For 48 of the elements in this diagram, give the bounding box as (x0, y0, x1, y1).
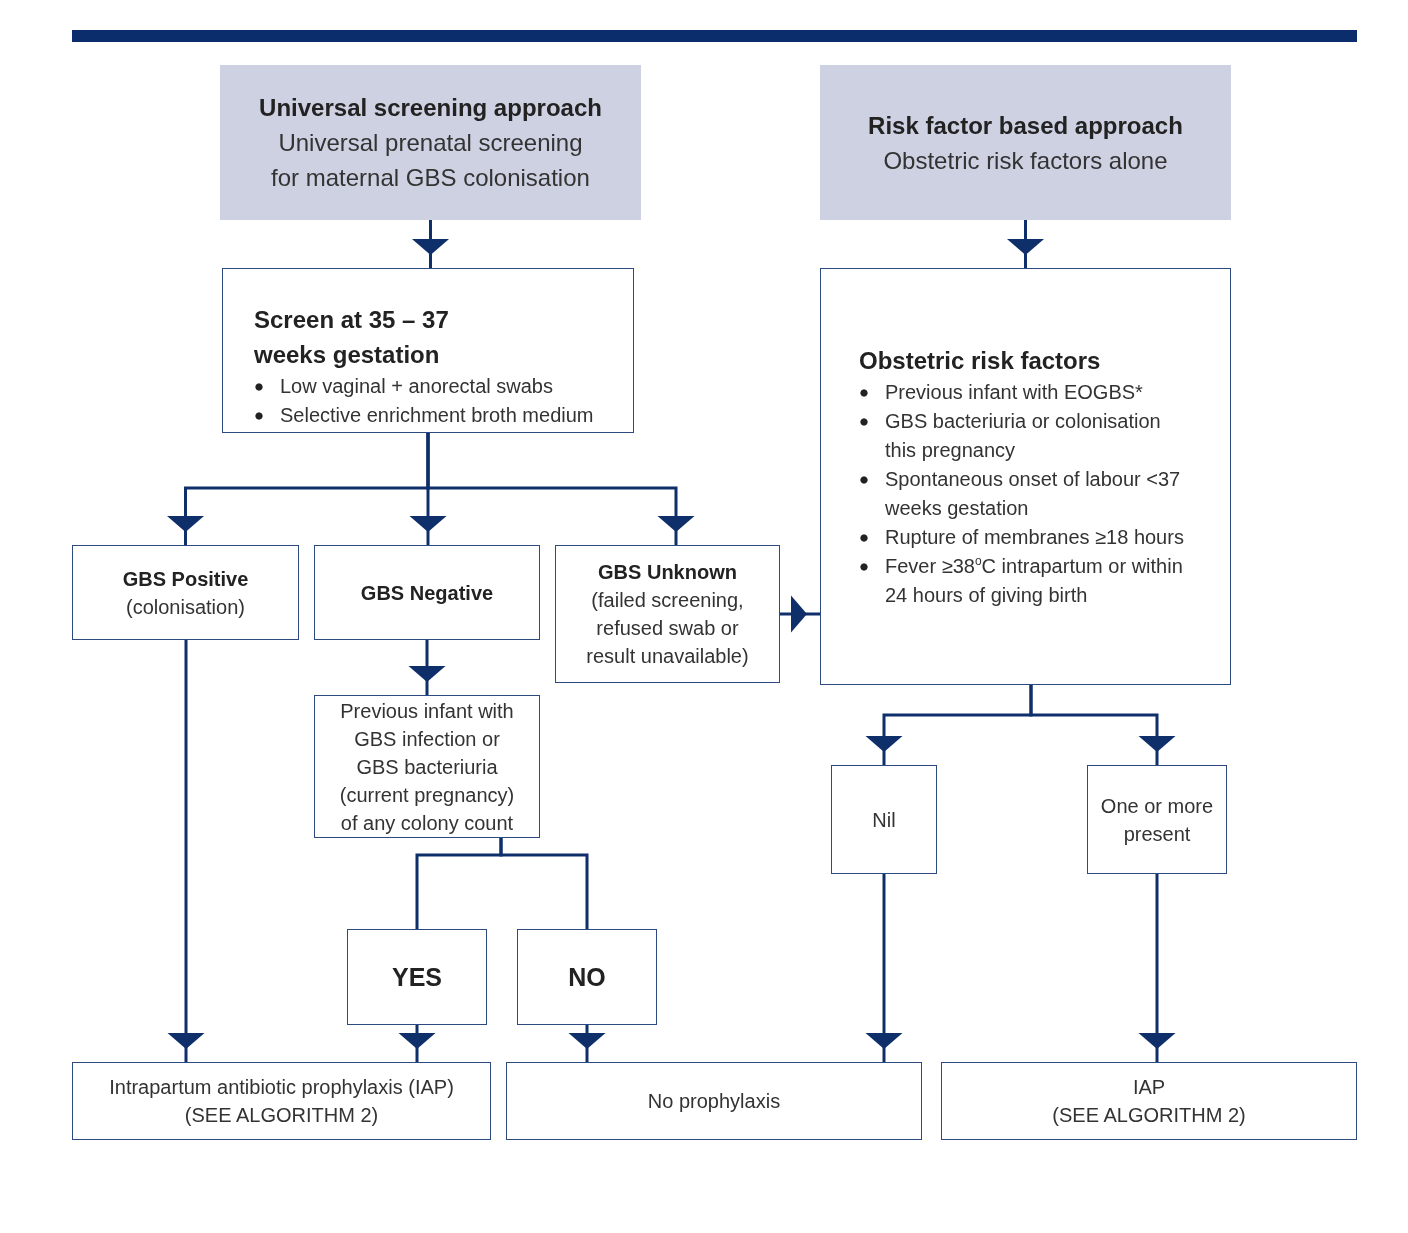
approach-header-panel (220, 65, 641, 220)
arrow (398, 1025, 436, 1062)
arrow (1029, 685, 1176, 765)
process-box (831, 765, 937, 874)
process-box (314, 695, 540, 838)
arrow (568, 1025, 606, 1062)
body-text: Intrapartum antibiotic prophylaxis (IAP) (109, 1075, 454, 1100)
body-text: IAP (1132, 1075, 1166, 1100)
heading: GBS Unknown (598, 560, 737, 585)
process-box (347, 929, 487, 1025)
body-text: Previous infant with GBS infection or GBS bacteriuria (current pregnancy) of any colony count (338, 698, 516, 836)
body-text: Nil (872, 807, 896, 833)
body-text: (colonisation) (126, 594, 245, 620)
arrow (865, 874, 903, 1062)
body-text: (SEE ALGORITHM 2) (184, 1103, 379, 1128)
heading: Obstetric risk factors (859, 346, 1101, 376)
answer-label: NO (568, 962, 606, 993)
body-text: One or more present (1099, 793, 1215, 847)
heading: GBS Negative (360, 580, 494, 606)
process-box (506, 1062, 922, 1140)
connector-line (499, 838, 589, 929)
body-text: (failed screening, refused swab or result unavailable) (585, 588, 750, 669)
arrow (1007, 220, 1044, 268)
process-box (72, 1062, 491, 1140)
subheading: Obstetric risk factors alone (883, 145, 1168, 176)
process-box (517, 929, 657, 1025)
body-text: No prophylaxis (647, 1089, 781, 1114)
arrow (412, 220, 449, 268)
process-box (941, 1062, 1357, 1140)
heading: GBS Positive (122, 566, 249, 592)
approach-header-panel (820, 65, 1231, 220)
subheading: Universal prenatal screening for maternal GBS colonisation (270, 128, 591, 193)
arrow (408, 640, 446, 695)
arrow (780, 595, 820, 633)
arrow (1138, 874, 1176, 1062)
arrow (426, 433, 695, 545)
answer-label: YES (392, 962, 442, 993)
process-box (555, 545, 780, 683)
heading: Screen at 35 – 37 weeks gestation (254, 305, 450, 370)
process-box (314, 545, 540, 640)
body-text: (SEE ALGORITHM 2) (1052, 1103, 1246, 1128)
arrow (167, 640, 205, 1062)
process-box (820, 268, 1231, 685)
heading: Risk factor based approach (868, 110, 1183, 141)
process-box (72, 545, 299, 640)
process-box (1087, 765, 1227, 874)
process-box (222, 268, 634, 433)
heading: Universal screening approach (259, 93, 602, 123)
